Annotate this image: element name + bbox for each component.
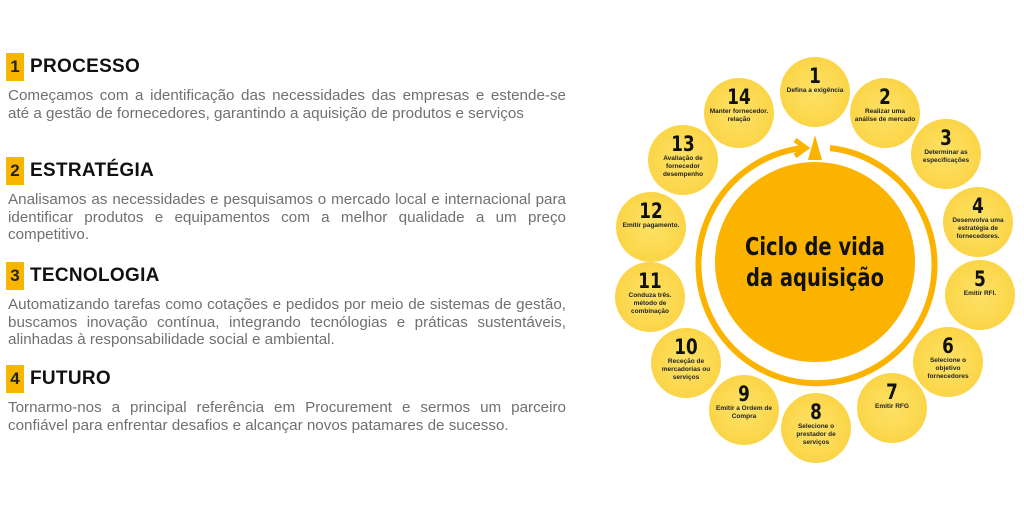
section-title: PROCESSO: [30, 56, 141, 77]
step-label: Desenvolva uma estratégia de fornecedore…: [952, 217, 1004, 240]
section-body: Automatizando tarefas como cotações e pe…: [8, 296, 566, 349]
step-number: 5: [974, 267, 986, 291]
step-number: 2: [879, 85, 891, 109]
step-label: Selecione o objetivo fornecedores: [927, 357, 969, 380]
section-processo: 1 PROCESSO Começamos com a identificação …: [6, 53, 566, 122]
section-estratégia: 2 ESTRATÉGIA Analisamos as necessidades e…: [6, 157, 566, 244]
step-number: 8: [810, 400, 822, 424]
step-number: 4: [972, 194, 984, 218]
step-number: 11: [638, 269, 662, 293]
section-body: Analisamos as necessidades e pesquisamos…: [8, 191, 566, 244]
step-number: 9: [738, 382, 750, 406]
step-number: 10: [674, 335, 698, 359]
step-label: Conduza três. método de combinação: [628, 292, 672, 315]
section-number: 2: [6, 157, 24, 185]
step-label: Defina a exigência: [786, 87, 844, 94]
section-title: ESTRATÉGIA: [30, 160, 155, 181]
step-number: 1: [809, 64, 821, 88]
cycle-title: Ciclo de vida da aquisição: [715, 162, 915, 362]
step-label: Avaliação de fornecedor desempenho: [662, 155, 704, 178]
step-label: Realizar uma análise de mercado: [854, 108, 916, 123]
section-number: 3: [6, 262, 24, 290]
step-number: 12: [639, 199, 663, 223]
step-label: Manter fornecedor. relação: [709, 108, 769, 123]
step-number: 14: [727, 85, 751, 109]
step-label: Emitir pagamento.: [622, 222, 680, 229]
section-title: TECNOLOGIA: [30, 265, 160, 286]
step-number: 3: [940, 126, 952, 150]
section-number: 4: [6, 365, 24, 393]
section-tecnologia: 3 TECNOLOGIA Automatizando tarefas como c…: [6, 262, 566, 349]
step-number: 7: [886, 380, 898, 404]
section-body: Começamos com a identificação das necess…: [8, 87, 566, 122]
step-label: Receção de mercadorias ou serviços: [661, 358, 711, 381]
section-body: Tornarmo-nos a principal referência em P…: [8, 399, 566, 434]
step-label: Emitir RFG: [875, 403, 909, 410]
step-label: Selecione o prestador de serviços: [796, 423, 836, 446]
section-futuro: 4 FUTURO Tornarmo-nos a principal referên…: [6, 365, 566, 434]
step-label: Emitir RFI.: [963, 290, 997, 297]
step-number: 6: [942, 334, 954, 358]
section-title: FUTURO: [30, 368, 111, 389]
step-number: 13: [671, 132, 695, 156]
section-number: 1: [6, 53, 24, 81]
step-label: Emitir a Ordem de Compra: [716, 405, 772, 420]
step-label: Determinar as especificações: [922, 149, 970, 164]
